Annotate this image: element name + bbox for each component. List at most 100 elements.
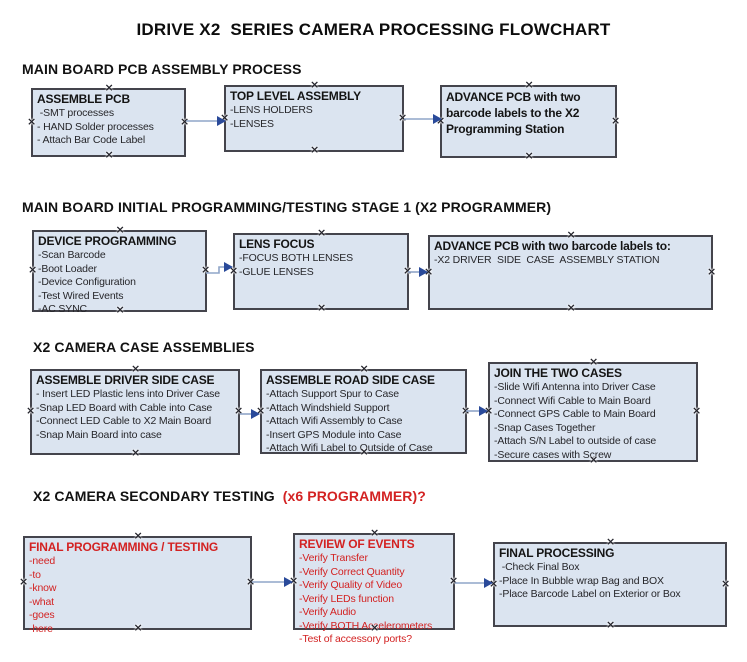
- arrow-device-programming-to-lens-focus: [205, 260, 237, 278]
- box-title: ADVANCE PCB with two barcode labels to:: [434, 239, 671, 253]
- connection-point-icon: [105, 151, 114, 159]
- box-item: -Place In Bubble wrap Bag and BOX: [499, 574, 664, 587]
- flow-box-advance-pcb-driver-side[interactable]: ADVANCE PCB with two barcode labels to: …: [424, 231, 716, 312]
- box-item: -Snap Main Board into case: [36, 428, 162, 441]
- box-item: -Verify BOTH Accelerometers: [299, 619, 433, 632]
- arrow-review-to-final-processing: [453, 575, 497, 591]
- arrow-driver-case-to-road-case: [238, 406, 264, 422]
- flow-box-lens-focus[interactable]: LENS FOCUS -FOCUS BOTH LENSES -GLUE LENS…: [229, 229, 412, 312]
- connection-point-icon: [105, 84, 114, 92]
- flow-box-advance-pcb-programming-station[interactable]: ADVANCE PCB with two barcode labels to t…: [436, 81, 620, 160]
- box-item: -Check Final Box: [499, 561, 580, 573]
- section-heading-initial-programming: MAIN BOARD INITIAL PROGRAMMING/TESTING S…: [22, 199, 552, 215]
- flow-box-final-programming-testing[interactable]: FINAL PROGRAMMING / TESTING -need -to -k…: [19, 532, 255, 635]
- connection-point-icon: [567, 304, 576, 312]
- box-item: -here: [29, 622, 53, 635]
- box-title: ASSEMBLE PCB: [37, 92, 130, 106]
- box-item: -Verify Audio: [299, 606, 356, 618]
- box-item: -LENSES: [230, 117, 274, 130]
- box-item: -Snap LED Board with Cable into Case: [36, 401, 213, 414]
- box-item: -Secure cases with Screw: [494, 448, 612, 461]
- box-item: -X2 DRIVER SIDE CASE ASSEMBLY STATION: [434, 254, 660, 266]
- arrow-top-level-to-advance-pcb: [402, 111, 444, 127]
- connection-point-icon: [692, 407, 701, 415]
- connection-point-icon: [567, 231, 576, 239]
- box-item: -Verify Transfer: [299, 552, 368, 564]
- box-item: -Attach Windshield Support: [266, 401, 390, 414]
- box-item: -goes: [29, 609, 55, 621]
- box-item: -need: [29, 555, 56, 567]
- arrow-final-programming-to-review: [250, 574, 297, 590]
- connection-point-icon: [606, 538, 615, 546]
- connection-point-icon: [525, 81, 534, 89]
- connection-point-icon: [360, 365, 369, 373]
- page-title: IDRIVE X2 SERIES CAMERA PROCESSING FLOWC…: [136, 20, 611, 39]
- box-item: -Connect LED Cable to X2 Main Board: [36, 415, 212, 427]
- connection-point-icon: [606, 621, 615, 629]
- box-item: -know: [29, 582, 57, 594]
- box-item: -LENS HOLDERS: [230, 104, 313, 116]
- connection-point-icon: [310, 81, 319, 89]
- box-item: -to: [29, 568, 41, 581]
- box-item: -Verify Quality of Video: [299, 579, 403, 591]
- box-item: -Boot Loader: [38, 262, 97, 275]
- connection-point-icon: [19, 578, 28, 586]
- box-item: -Attach S/N Label to outside of case: [494, 435, 657, 447]
- box-title: REVIEW OF EVENTS: [299, 537, 415, 551]
- connection-point-icon: [721, 580, 730, 588]
- box-title: DEVICE PROGRAMMING: [38, 234, 177, 248]
- box-item: -Place Barcode Label on Exterior or Box: [499, 588, 681, 600]
- connection-point-icon: [28, 266, 37, 274]
- box-title: FINAL PROCESSING: [499, 546, 615, 560]
- box-item: -Test of accessory ports?: [299, 633, 412, 645]
- box-title: ASSEMBLE DRIVER SIDE CASE: [36, 373, 215, 387]
- box-title: JOIN THE TWO CASES: [494, 366, 622, 380]
- flow-box-final-processing[interactable]: FINAL PROCESSING -Check Final Box -Place…: [489, 538, 730, 629]
- flow-box-assemble-road-side-case[interactable]: ASSEMBLE ROAD SIDE CASE -Attach Support …: [256, 365, 470, 456]
- connection-point-icon: [317, 229, 326, 237]
- flow-box-assemble-pcb[interactable]: ASSEMBLE PCB -SMT processes - HAND Solde…: [27, 84, 189, 159]
- box-title: FINAL PROGRAMMING / TESTING: [29, 540, 219, 554]
- flow-box-review-of-events[interactable]: REVIEW OF EVENTS -Verify Transfer -Verif…: [289, 529, 458, 645]
- box-item: -Slide Wifi Antenna into Driver Case: [494, 381, 656, 393]
- box-item: -SMT processes: [37, 107, 114, 119]
- box-item: -Attach Wifi Assembly to Case: [266, 415, 403, 427]
- box-item: -Attach Wifi Label to Outside of Case: [266, 442, 433, 454]
- section-heading-secondary-testing: X2 CAMERA SECONDARY TESTING (x6 PROGRAMM…: [33, 488, 426, 504]
- flow-box-device-programming[interactable]: DEVICE PROGRAMMING -Scan Barcode -Boot L…: [28, 226, 210, 315]
- box-item: -Scan Barcode: [38, 249, 106, 261]
- box-item: -Verify Correct Quantity: [299, 565, 405, 578]
- connection-point-icon: [131, 449, 140, 457]
- box-item: -Snap Cases Together: [494, 421, 596, 434]
- flow-box-assemble-driver-side-case[interactable]: ASSEMBLE DRIVER SIDE CASE - Insert LED P…: [26, 365, 243, 457]
- connection-point-icon: [27, 118, 36, 126]
- section-heading-case-assemblies: X2 CAMERA CASE ASSEMBLIES: [33, 339, 255, 355]
- box-item: -Test Wired Events: [38, 289, 124, 302]
- box-title: TOP LEVEL ASSEMBLY: [230, 89, 361, 103]
- arrow-assemble-pcb-to-top-level: [184, 113, 228, 129]
- box-item: -GLUE LENSES: [239, 265, 314, 278]
- box-title: LENS FOCUS: [239, 237, 315, 251]
- box-item: -Insert GPS Module into Case: [266, 428, 402, 441]
- box-item: - HAND Solder processes: [37, 120, 154, 133]
- flow-box-top-level-assembly[interactable]: TOP LEVEL ASSEMBLY -LENS HOLDERS -LENSES: [220, 81, 407, 154]
- connection-point-icon: [589, 358, 598, 366]
- section-heading-pcb-assembly: MAIN BOARD PCB ASSEMBLY PROCESS: [22, 61, 302, 77]
- box-item: -FOCUS BOTH LENSES: [239, 252, 353, 264]
- arrow-lens-focus-to-advance-pcb: [407, 264, 432, 280]
- box-item: -AC SYNC: [38, 303, 87, 315]
- box-item: -what: [29, 595, 54, 608]
- section-heading-text: X2 CAMERA SECONDARY TESTING: [33, 488, 279, 504]
- connection-point-icon: [116, 226, 125, 234]
- flow-box-join-the-two-cases[interactable]: JOIN THE TWO CASES -Slide Wifi Antenna i…: [484, 358, 701, 464]
- connection-point-icon: [707, 268, 716, 276]
- box-item: -Connect GPS Cable to Main Board: [494, 408, 656, 420]
- box-item: - Insert LED Plastic lens into Driver Ca…: [36, 388, 220, 400]
- connection-point-icon: [370, 529, 379, 537]
- section-heading-red-suffix: (x6 PROGRAMMER)?: [278, 488, 426, 504]
- connection-point-icon: [134, 532, 143, 540]
- box-title: ASSEMBLE ROAD SIDE CASE: [266, 373, 435, 387]
- box-item: -Attach Support Spur to Case: [266, 388, 399, 400]
- box-item: -Connect Wifi Cable to Main Board: [494, 394, 651, 407]
